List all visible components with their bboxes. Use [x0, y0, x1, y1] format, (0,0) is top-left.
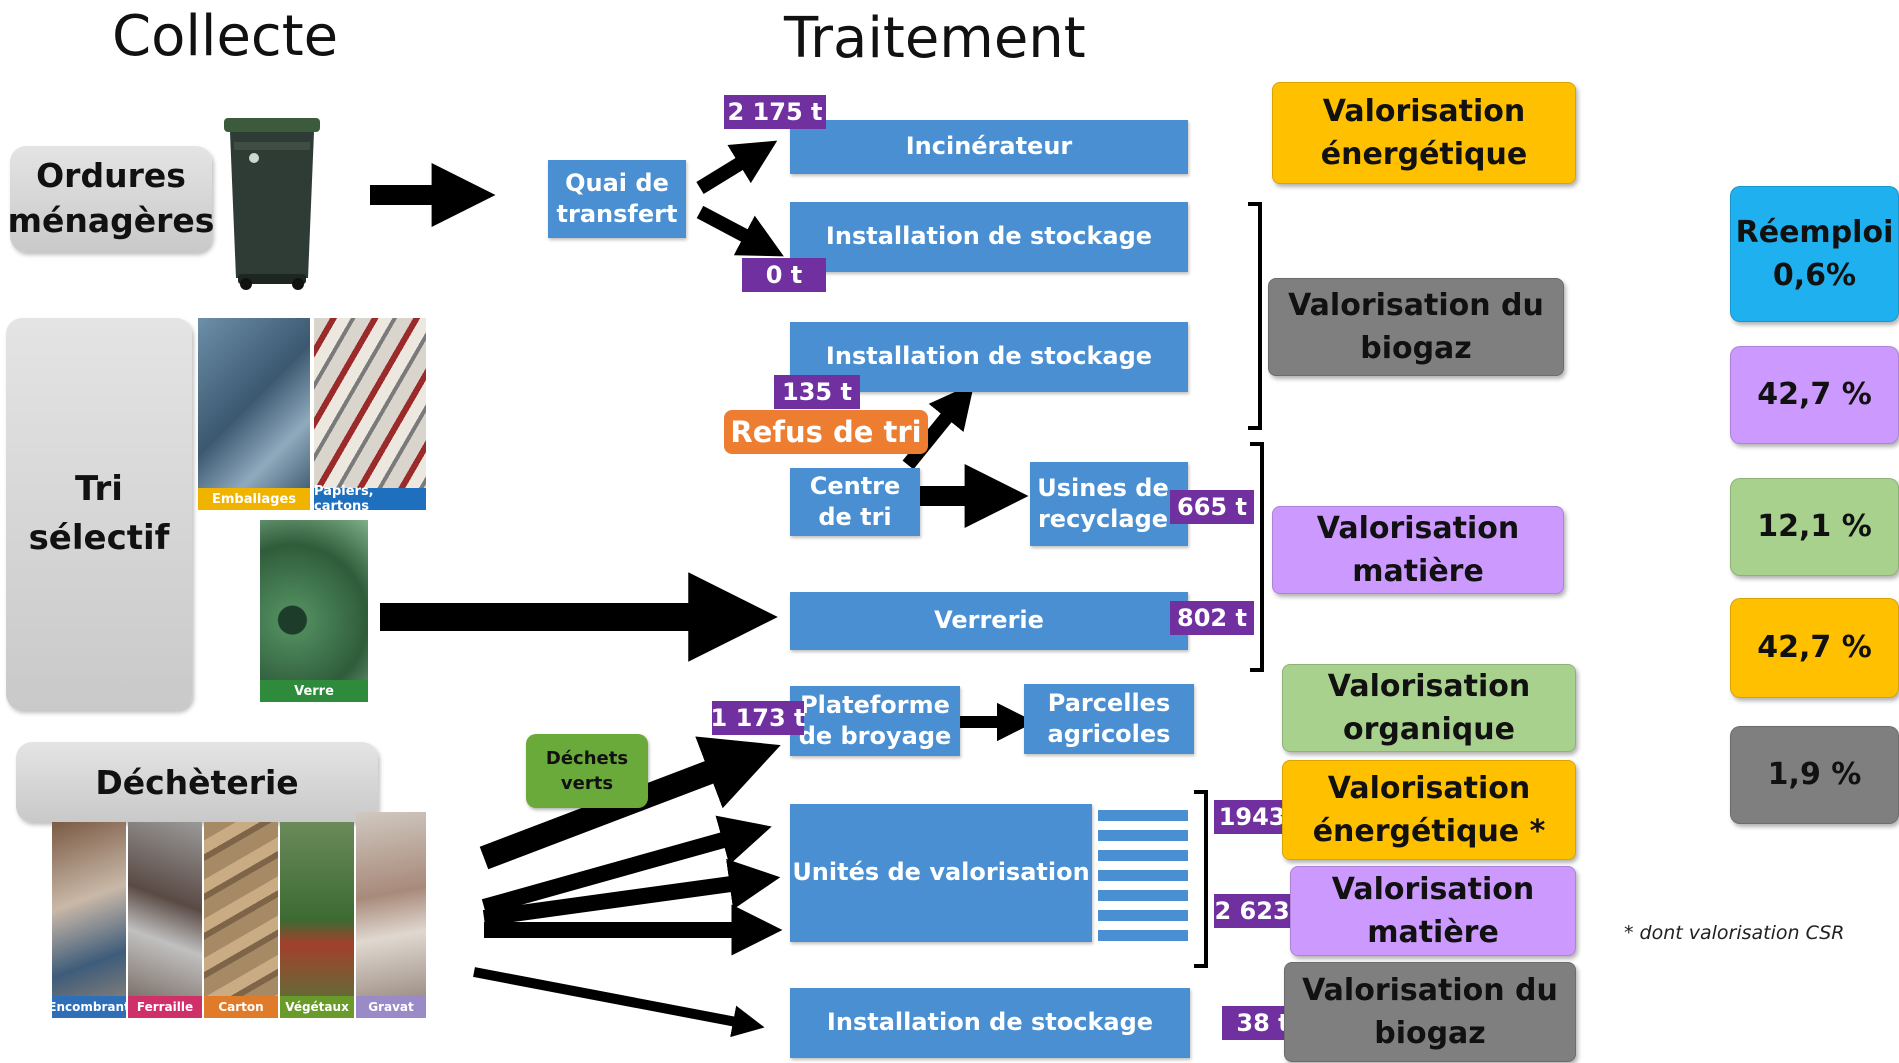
- refus-de-tri-label: Refus de tri: [724, 410, 928, 454]
- valorisation-energetique-star-box: Valorisation énergétique *: [1282, 760, 1576, 860]
- reemploi-box: Réemploi 0,6%: [1730, 186, 1899, 322]
- bracket-matiere: [1250, 442, 1264, 672]
- bracket-biogaz: [1248, 202, 1262, 430]
- quai-de-transfert-box: Quai de transfert: [548, 160, 686, 238]
- pct-matiere-box: 42,7 %: [1730, 346, 1899, 444]
- installation-stockage-3-box: Installation de stockage: [790, 988, 1190, 1058]
- valorisation-matiere-box: Valorisation matière: [1272, 506, 1564, 594]
- verrerie-box: Verrerie: [790, 592, 1188, 650]
- emballages-image: Emballages: [198, 318, 310, 510]
- bracket-unites: [1194, 790, 1208, 968]
- gravat-image: Gravat: [356, 812, 426, 1018]
- tri-selectif-box: Tri sélectif: [6, 318, 192, 710]
- verre-label: Verre: [260, 680, 368, 702]
- encombrant-image: Encombrant: [52, 822, 126, 1018]
- pct-energetique-box: 42,7 %: [1730, 598, 1899, 698]
- ferraille-label: Ferraille: [128, 996, 202, 1018]
- parcelles-agricoles-box: Parcelles agricoles: [1024, 684, 1194, 754]
- pct-organique-box: 12,1 %: [1730, 478, 1899, 576]
- emballages-label: Emballages: [198, 488, 310, 510]
- valorisation-organique-box: Valorisation organique: [1282, 664, 1576, 752]
- valorisation-energetique-box: Valorisation énergétique: [1272, 82, 1576, 184]
- usines-de-recyclage-box: Usines de recyclage: [1030, 462, 1188, 546]
- ferraille-image: Ferraille: [128, 822, 202, 1018]
- tonnage-plateforme-tag: 1 173 t: [711, 701, 806, 735]
- tonnage-incinerateur-tag: 2 175 t: [724, 95, 826, 129]
- wheelie-bin-icon: [220, 118, 324, 290]
- tonnage-usines-tag: 665 t: [1170, 490, 1254, 524]
- tonnage-verrerie-tag: 802 t: [1170, 601, 1254, 635]
- installation-stockage-2-box: Installation de stockage: [790, 322, 1188, 392]
- tonnage-refus-tag: 135 t: [774, 375, 860, 409]
- arrow-quai-stockage: [696, 205, 784, 257]
- valorisation-matiere-2-box: Valorisation matière: [1290, 866, 1576, 956]
- centre-de-tri-box: Centre de tri: [790, 468, 920, 536]
- arrow-decheterie-unites-2: [482, 858, 781, 926]
- unites-de-valorisation-box: Unités de valorisation: [790, 804, 1092, 942]
- vegetaux-label: Végétaux: [280, 996, 354, 1018]
- encombrant-label: Encombrant: [52, 996, 126, 1018]
- decheterie-box: Déchèterie: [16, 742, 378, 822]
- arrow-decheterie-unites-1: [481, 815, 772, 915]
- plateforme-de-broyage-box: Plateforme de broyage: [790, 686, 960, 756]
- valorisation-biogaz-2-box: Valorisation du biogaz: [1284, 962, 1576, 1062]
- ordures-menageres-box: Ordures ménagères: [8, 146, 214, 252]
- carton-image: Carton: [204, 822, 278, 1018]
- traitement-heading: Traitement: [784, 6, 1086, 71]
- pct-biogaz-box: 1,9 %: [1730, 726, 1899, 824]
- collecte-heading: Collecte: [112, 4, 339, 69]
- vegetaux-image: Végétaux: [280, 822, 354, 1018]
- dechets-verts-label: Déchets verts: [526, 734, 648, 808]
- arrow-decheterie-stockage: [473, 967, 765, 1038]
- arrow-quai-incinerateur: [696, 140, 778, 194]
- carton-label: Carton: [204, 996, 278, 1018]
- tonnage-stockage-1-tag: 0 t: [742, 258, 826, 292]
- papiers-cartons-image: Papiers, cartons: [314, 318, 426, 510]
- valorisation-biogaz-box: Valorisation du biogaz: [1268, 278, 1564, 376]
- papiers-cartons-label: Papiers, cartons: [314, 484, 426, 510]
- installation-stockage-1-box: Installation de stockage: [790, 202, 1188, 272]
- unites-stripes: [1098, 810, 1188, 941]
- verre-image: Verre: [260, 520, 368, 702]
- gravat-label: Gravat: [356, 996, 426, 1018]
- incinerateur-box: Incinérateur: [790, 120, 1188, 174]
- footnote: * dont valorisation CSR: [1624, 922, 1845, 944]
